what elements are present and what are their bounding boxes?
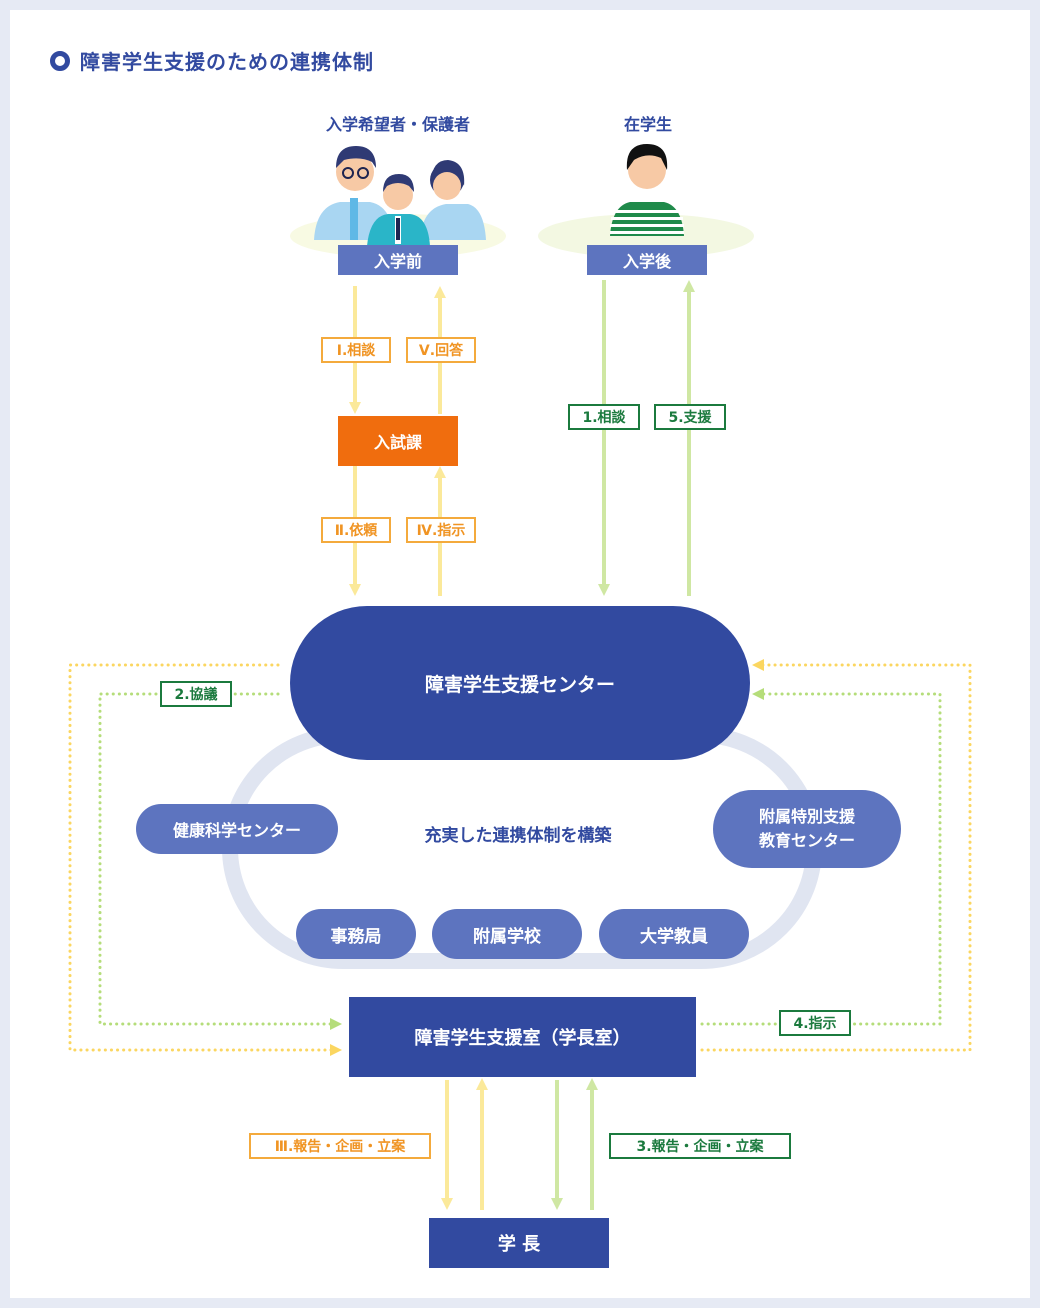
collaboration-text: 充実した連携体制を構築 [424, 826, 612, 846]
special-needs-education-center-node: 附属特別支援 教育センター [713, 790, 901, 868]
student-figure [610, 144, 684, 236]
page-title: 障害学生支援のための連携体制 [80, 50, 374, 74]
diagram-card: 障害学生支援のための連携体制 [10, 10, 1030, 1298]
student-tag-2-discuss: 2.協議 [160, 681, 232, 707]
president-box: 学 長 [429, 1218, 609, 1268]
flow-tag-2-request: Ⅱ.依頼 [321, 517, 391, 543]
university-faculty-node: 大学教員 [599, 909, 749, 959]
family-figures [314, 146, 486, 246]
before-enrollment-box: 入学前 [338, 245, 458, 275]
student-tag-5-support: 5.支援 [654, 404, 726, 430]
student-tag-1-consult: 1.相談 [568, 404, 640, 430]
attached-school-node: 附属学校 [432, 909, 582, 959]
applicants-label: 入学希望者・保護者 [325, 115, 470, 134]
student-tag-4-instruct: 4.指示 [779, 1010, 851, 1036]
after-enrollment-box: 入学後 [587, 245, 707, 275]
admissions-office-box: 入試課 [338, 416, 458, 466]
health-science-center-node: 健康科学センター [136, 804, 338, 854]
support-office-box: 障害学生支援室（学長室） [349, 997, 696, 1077]
support-center-node: 障害学生支援センター [290, 606, 750, 760]
flow-tag-3-report: Ⅲ.報告・企画・立案 [249, 1133, 431, 1159]
student-tag-3-report: 3.報告・企画・立案 [609, 1133, 791, 1159]
flow-tag-1-consult: Ⅰ.相談 [321, 337, 391, 363]
flow-tag-4-instruct: Ⅳ.指示 [406, 517, 476, 543]
bullet-circle-icon [50, 51, 70, 71]
secretariat-node: 事務局 [296, 909, 416, 959]
students-label: 在学生 [623, 115, 672, 134]
flow-tag-5-answer: Ⅴ.回答 [406, 337, 476, 363]
